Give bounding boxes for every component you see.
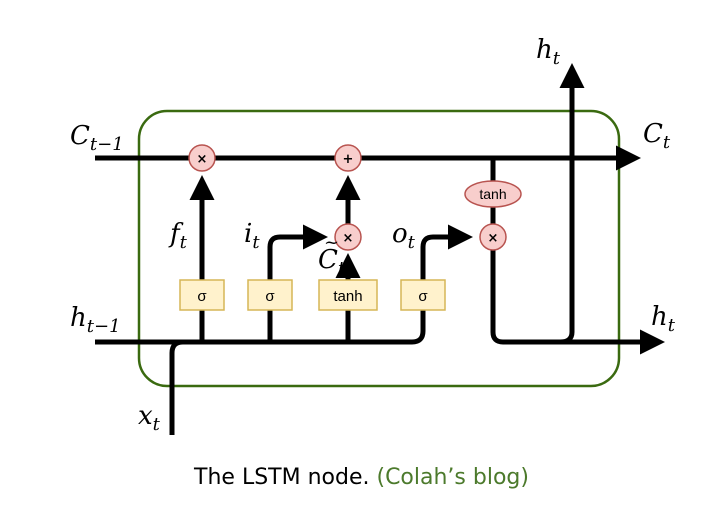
cell-tanh-label: tanh — [479, 186, 506, 202]
input-multiply-op: × — [334, 223, 362, 251]
cell-add-op: + — [334, 144, 362, 172]
output-gate-label: σ — [418, 288, 428, 305]
output-gate: σ — [400, 279, 446, 311]
hidden-top-output-path — [559, 63, 585, 345]
hidden-output-path — [490, 250, 665, 355]
forget-gate-label: σ — [197, 288, 207, 305]
forget-gate: σ — [179, 279, 225, 311]
x-input-label: xt — [138, 401, 161, 435]
candidate-gate-label: tanh — [333, 288, 362, 305]
cell-add-label: + — [343, 152, 354, 167]
output-multiply-op: × — [479, 223, 507, 251]
hidden-input-line — [95, 310, 426, 345]
h-top-label: ht — [536, 35, 561, 69]
caption-text: The LSTM node. — [194, 465, 370, 490]
h-out-label: ht — [651, 302, 676, 336]
input-output-label: it — [244, 219, 260, 253]
input-multiply-label: × — [343, 231, 354, 246]
lstm-cell-boundary — [137, 109, 621, 388]
forget-multiply-label: × — [197, 152, 208, 167]
forget-multiply-op: × — [188, 144, 216, 172]
figure-caption: The LSTM node. (Colah’s blog) — [0, 465, 723, 490]
c-prev-label: Ct−1 — [70, 121, 124, 155]
input-gate-label: σ — [265, 288, 275, 305]
input-gate-path — [267, 224, 328, 342]
cell-tanh-op: tanh — [464, 180, 522, 208]
caption-source-link[interactable]: (Colah’s blog) — [376, 465, 529, 490]
candidate-tilde-accent: ~ — [324, 232, 339, 253]
output-gate-output-label: ot — [392, 219, 416, 253]
output-multiply-label: × — [488, 231, 499, 246]
h-prev-label: ht−1 — [70, 303, 121, 337]
c-out-label: Ct — [643, 119, 671, 153]
candidate-output-label: Ct — [318, 245, 346, 279]
input-gate: σ — [247, 279, 293, 311]
forget-output-label: ft — [168, 219, 188, 253]
output-gate-path — [420, 224, 473, 310]
x-input-line — [169, 339, 184, 435]
candidate-gate: tanh — [318, 279, 378, 311]
